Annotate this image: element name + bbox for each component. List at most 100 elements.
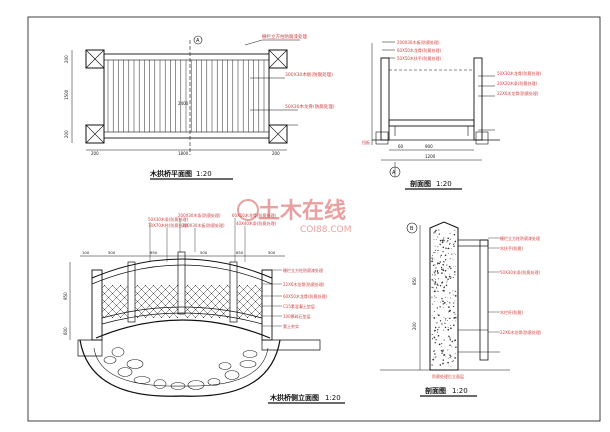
lattice-bar	[226, 314, 231, 319]
section-a-note: 50X50木扶手(防腐处理)	[397, 55, 441, 61]
lattice-bar	[184, 290, 213, 319]
lattice-bar	[134, 298, 155, 319]
aggregate-dot	[439, 306, 441, 308]
section-a-label: 挡板	[362, 139, 370, 145]
aggregate-dot	[450, 325, 452, 327]
aggregate-dot	[441, 351, 444, 353]
lattice-bar	[101, 306, 114, 319]
aggregate-dot	[447, 278, 449, 281]
aggregate-dot	[443, 307, 445, 308]
aggregate-dot	[447, 361, 449, 364]
aggregate-dot	[431, 296, 433, 298]
aggregate-dot	[447, 357, 449, 359]
elevation-note-right: 22X6木龙骨(防腐处理)	[283, 281, 325, 287]
aggregate-dot	[449, 354, 451, 356]
aggregate-dot	[432, 274, 434, 276]
section-marker-label: A	[196, 38, 200, 44]
aggregate-dot	[434, 272, 436, 274]
aggregate-dot	[452, 294, 454, 296]
aggregate-dot	[436, 307, 439, 309]
aggregate-dot	[431, 260, 433, 263]
aggregate-dot	[431, 315, 433, 316]
lattice-bar	[111, 284, 129, 302]
aggregate-dot	[448, 265, 451, 268]
aggregate-dot	[439, 320, 442, 322]
lattice-bar	[236, 284, 249, 297]
aggregate-dot	[450, 366, 452, 368]
aggregate-dot	[435, 322, 437, 324]
stone	[111, 347, 125, 357]
aggregate-dot	[453, 245, 455, 247]
aggregate-dot	[434, 264, 436, 266]
plan-view	[71, 35, 300, 155]
aggregate-dot	[455, 320, 457, 322]
aggregate-dot	[454, 352, 456, 354]
section-a-title: 剖面图	[410, 179, 431, 188]
aggregate-dot	[454, 295, 457, 297]
lattice-bar	[103, 293, 129, 319]
aggregate-dot	[443, 302, 446, 304]
aggregate-dot	[453, 252, 455, 254]
aggregate-dot	[431, 286, 433, 289]
section-b-note: 木栏杆(防腐)	[500, 309, 524, 315]
aggregate-dot	[431, 333, 433, 335]
aggregate-dot	[434, 283, 436, 285]
elevation-dim: 600	[63, 327, 68, 335]
lattice-bar	[218, 306, 231, 319]
elevation-note: 40X40木条(防腐处理)	[236, 220, 276, 226]
elevation-note: 50X30木条(防腐处理)	[148, 216, 188, 222]
aggregate-dot	[443, 339, 445, 341]
section-b-scale: 1:20	[452, 387, 468, 395]
elevation-dim: 100	[82, 250, 90, 255]
elevation-note: 60X50木龙骨(防腐处理)	[232, 212, 276, 218]
aggregate-dot	[436, 271, 439, 273]
aggregate-dot	[435, 267, 437, 269]
aggregate-dot	[441, 323, 443, 325]
plan-dim: 1500	[64, 89, 69, 100]
aggregate-dot	[431, 254, 433, 256]
aggregate-dot	[446, 319, 448, 321]
aggregate-dot	[437, 249, 439, 252]
watermark-logo	[237, 199, 259, 221]
aggregate-dot	[442, 349, 444, 352]
aggregate-dot	[438, 262, 441, 265]
aggregate-dot	[437, 236, 439, 238]
aggregate-dot	[453, 233, 456, 236]
lattice-bar	[218, 284, 231, 297]
plan-dim: 200	[272, 151, 280, 156]
aggregate-dot	[449, 273, 450, 275]
lattice-bar	[236, 298, 257, 319]
aggregate-dot	[454, 357, 457, 359]
lattice-bar	[202, 290, 231, 319]
aggregate-dot	[447, 328, 450, 331]
aggregate-dot	[454, 300, 456, 302]
aggregate-dot	[439, 261, 442, 263]
section-b-dim: 850	[412, 277, 417, 285]
section-b-marker: B	[410, 226, 414, 232]
lattice-bar	[254, 310, 263, 319]
aggregate-dot	[454, 311, 456, 313]
lattice-bar	[101, 284, 114, 297]
watermark-url: COI88.COM	[300, 225, 351, 235]
aggregate-dot	[445, 318, 447, 320]
aggregate-dot	[442, 290, 444, 292]
aggregate-dot	[452, 305, 455, 308]
aggregate-dot	[439, 239, 442, 242]
aggregate-dot	[440, 254, 442, 257]
aggregate-dot	[445, 276, 447, 278]
aggregate-dot	[454, 290, 456, 292]
section-a-view	[371, 41, 500, 178]
aggregate-dot	[453, 317, 456, 319]
section-a-dim: 900	[425, 144, 433, 149]
aggregate-dot	[435, 229, 437, 232]
stone	[218, 362, 232, 370]
aggregate-dot	[445, 247, 447, 249]
aggregate-dot	[440, 266, 443, 269]
stone	[103, 356, 117, 364]
aggregate-dot	[443, 286, 445, 288]
plan-dim: 200	[64, 130, 69, 138]
elevation-dim: 500	[108, 250, 116, 255]
aggregate-dot	[439, 301, 441, 303]
plan-dim: 200	[91, 151, 99, 156]
aggregate-dot	[450, 267, 452, 270]
